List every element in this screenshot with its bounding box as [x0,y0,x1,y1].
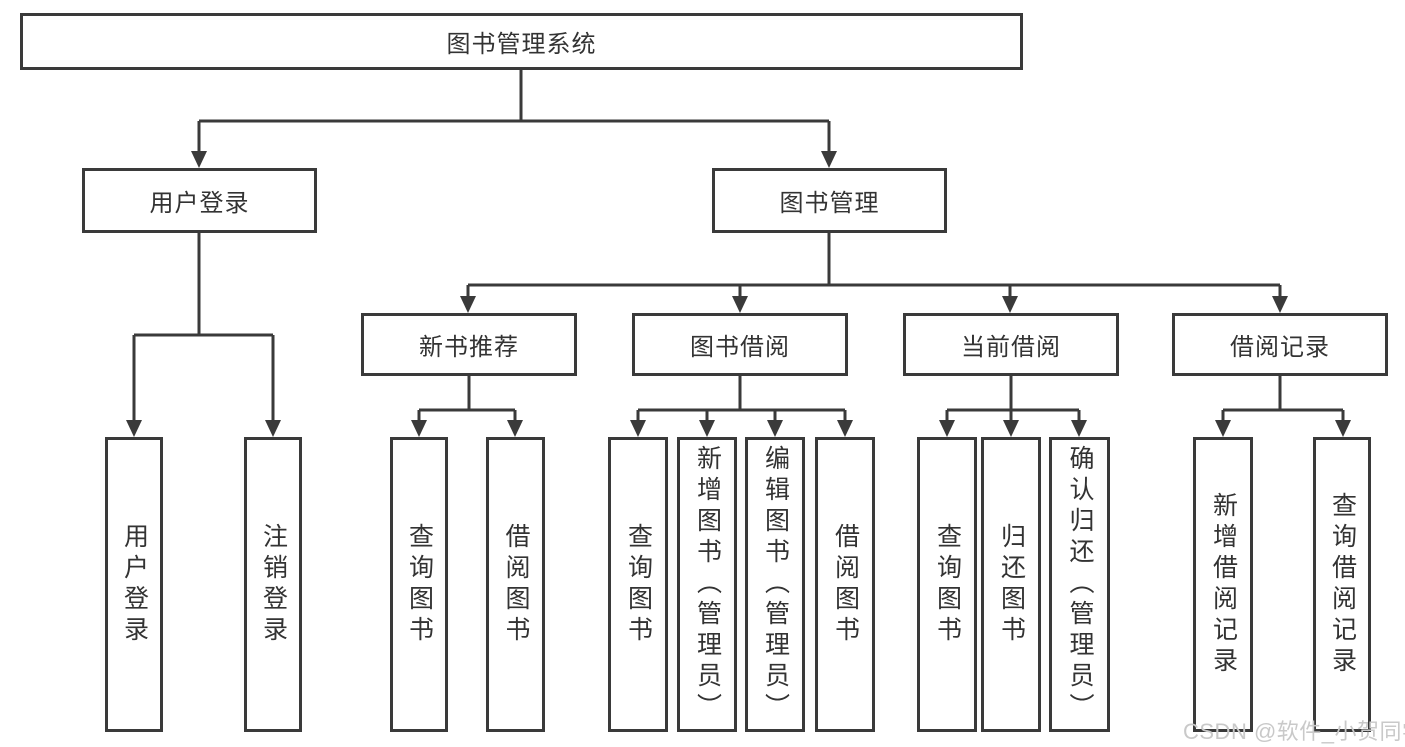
arrow-down-icon [411,420,427,437]
node-leaf-user-login: 用户登录 [105,437,163,732]
arrow-down-icon [1071,420,1087,437]
arrow-down-icon [191,151,207,168]
node-leaf-add-books-admin: 新增图书（管理员） [677,437,737,732]
node-user-login-branch: 用户登录 [82,168,317,233]
node-leaf-query-books-1-label: 查询图书 [405,522,434,647]
arrow-down-icon [1215,420,1231,437]
node-leaf-user-login-label: 用户登录 [120,522,149,647]
node-leaf-borrow-books-1-label: 借阅图书 [502,522,530,647]
arrow-down-icon [699,420,715,437]
arrow-down-icon [126,420,142,437]
node-leaf-query-books-1: 查询图书 [390,437,448,732]
node-leaf-query-borrow-record: 查询借阅记录 [1313,437,1371,732]
node-book-borrowing: 图书借阅 [632,313,848,376]
arrow-down-icon [460,296,476,313]
node-leaf-confirm-return-admin: 确认归还（管理员） [1049,437,1110,732]
node-borrowing-records: 借阅记录 [1172,313,1388,376]
node-leaf-query-borrow-record-label: 查询借阅记录 [1328,491,1357,678]
arrow-down-icon [1003,420,1019,437]
node-current-borrowing: 当前借阅 [903,313,1119,376]
node-book-borrowing-label: 图书借阅 [690,334,790,361]
connector-records-to-leaves [1221,376,1345,422]
connector-lines [132,70,1345,422]
connector-login-to-leaves [132,233,275,422]
arrow-down-icon [837,420,853,437]
arrow-down-icon [821,151,837,168]
arrowhead-icons [126,151,1351,437]
node-leaf-query-books-3: 查询图书 [917,437,977,732]
node-new-book-recommend-label: 新书推荐 [419,334,519,361]
connector-borrow-to-leaves [636,376,847,422]
arrow-down-icon [507,420,523,437]
node-leaf-add-books-admin-label: 新增图书（管理员） [693,445,722,724]
node-leaf-add-borrow-record: 新增借阅记录 [1193,437,1253,732]
node-user-login-branch-label: 用户登录 [149,190,250,217]
arrow-down-icon [732,296,748,313]
connector-newbook-to-leaves [417,376,517,422]
arrow-down-icon [767,420,783,437]
node-leaf-borrow-books-2-label: 借阅图书 [831,522,860,647]
node-new-book-recommend: 新书推荐 [361,313,577,376]
node-leaf-return-books-label: 归还图书 [997,522,1026,647]
node-leaf-query-books-2: 查询图书 [608,437,668,732]
node-book-management-label: 图书管理 [779,190,880,217]
connector-current-to-leaves [945,376,1081,422]
csdn-watermark: CSDN @软件_小贺同学 [1183,719,1405,744]
arrow-down-icon [1272,296,1288,313]
arrow-down-icon [630,420,646,437]
node-leaf-borrow-books-2: 借阅图书 [815,437,875,732]
node-library-system: 图书管理系统 [20,13,1023,70]
connector-mgmt-to-level3 [466,233,1282,298]
node-leaf-confirm-return-admin-label: 确认归还（管理员） [1066,445,1094,724]
arrow-down-icon [1002,296,1018,313]
arrow-down-icon [939,420,955,437]
node-library-system-label: 图书管理系统 [446,31,597,58]
node-current-borrowing-label: 当前借阅 [961,334,1061,361]
node-borrowing-records-label: 借阅记录 [1230,334,1330,361]
node-book-management: 图书管理 [712,168,947,233]
arrow-down-icon [1335,420,1351,437]
node-leaf-borrow-books-1: 借阅图书 [486,437,545,732]
node-leaf-logout-label: 注销登录 [259,522,288,647]
arrow-down-icon [265,420,281,437]
node-leaf-edit-books-admin: 编辑图书（管理员） [745,437,805,732]
node-leaf-return-books: 归还图书 [981,437,1041,732]
node-leaf-logout: 注销登录 [244,437,302,732]
connector-root-to-level2 [197,70,831,153]
node-leaf-query-books-2-label: 查询图书 [624,522,653,647]
node-leaf-add-borrow-record-label: 新增借阅记录 [1209,491,1238,678]
node-leaf-edit-books-admin-label: 编辑图书（管理员） [761,445,790,724]
node-leaf-query-books-3-label: 查询图书 [933,522,962,647]
